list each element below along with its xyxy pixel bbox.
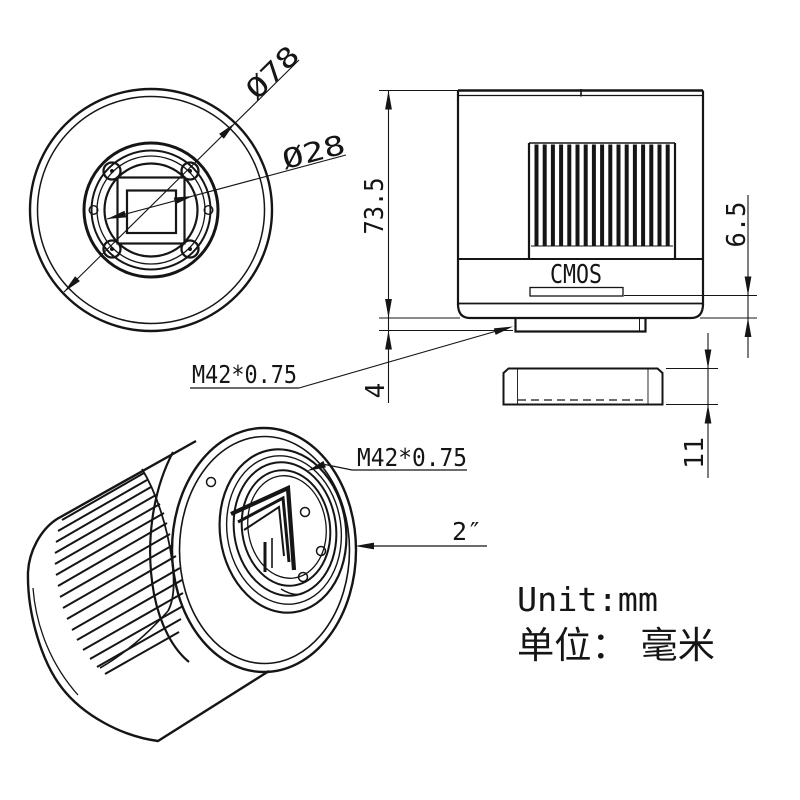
barrel-back-inner-line	[32, 587, 79, 696]
bayonet-ring	[90, 149, 212, 271]
body-bottom-edge	[456, 303, 705, 320]
thread-opening-ellipse	[240, 469, 332, 587]
perspective-fins	[54, 472, 184, 675]
sensor-block-3d	[230, 484, 297, 572]
heatsink-fins	[534, 144, 670, 246]
sensor-opening-circle	[103, 162, 199, 258]
dia78-dim-line	[63, 59, 300, 293]
perspective-view: M42*0.75 2″	[26, 426, 487, 743]
unit-note: Unit:mm 单位： 毫米	[517, 580, 715, 667]
perspective-thread-leader	[324, 463, 467, 471]
ring-detail-arc	[280, 588, 303, 596]
screw-bottom-left	[102, 239, 122, 259]
protrusion-dim-label: 4	[361, 383, 391, 399]
sensor-depth-arrow-top	[744, 276, 752, 296]
front-view: Ø78 Ø28 M42*0.75	[28, 40, 513, 389]
thread-opening-inner-ellipse	[247, 475, 327, 579]
perspective-thread-arrow	[307, 461, 326, 471]
front-outer-inner-circle	[36, 95, 266, 325]
spacer-arrow-bottom	[704, 404, 712, 424]
cmos-window-rect	[529, 286, 624, 297]
height-arrow-bottom	[385, 299, 392, 318]
ring-screw-2	[299, 506, 311, 518]
ring-screw-1	[205, 476, 217, 488]
sensor-frame-rect	[116, 176, 186, 245]
bezel-inner-ellipse	[178, 435, 351, 665]
cmos-label: CMOS	[550, 260, 602, 290]
dia78-arrow-lower	[64, 276, 80, 292]
ring-screw-3	[315, 545, 327, 557]
ring-screw-4	[297, 571, 309, 583]
spacer-arrow-top	[704, 349, 712, 369]
unit-note-english: Unit:mm	[517, 580, 658, 619]
dia28-label: Ø28	[279, 130, 349, 177]
height-dim-label: 73.5	[360, 178, 390, 235]
sensor-depth-arrow-bottom	[744, 318, 752, 337]
perspective-thread-label: M42*0.75	[357, 443, 467, 472]
dia28-arrow-left	[107, 210, 127, 219]
ring-ellipse-1	[218, 448, 348, 614]
front-outer-circle	[28, 87, 274, 333]
bayonet-ring-thin	[96, 155, 206, 265]
sensor-depth-dim-label: 6.5	[722, 202, 752, 248]
thread-barrel	[514, 319, 647, 333]
spacer-dim-label: 11	[680, 437, 710, 469]
screw-top-right	[180, 161, 200, 181]
ring-ellipse-3	[232, 461, 338, 597]
unit-note-chinese: 单位： 毫米	[517, 624, 715, 667]
ring-ellipse-2	[225, 455, 343, 605]
dia78-arrow-upper	[219, 123, 235, 139]
barrel-outline	[26, 439, 270, 743]
dia78-label: Ø78	[240, 40, 306, 106]
bezel-outer-ellipse	[170, 426, 358, 674]
spacer-outline	[502, 367, 664, 406]
front-thread-leader	[298, 330, 496, 389]
sensor-chip-rect	[125, 189, 178, 235]
dia28-dim-line	[106, 154, 347, 220]
height-arrow-top	[385, 90, 392, 110]
dia28-arrow-right	[173, 196, 193, 205]
barrel-size-arrow	[355, 542, 374, 550]
bayonet-ring-outer	[82, 141, 220, 279]
front-thread-arrow	[493, 326, 513, 335]
screw-top-left	[102, 161, 122, 181]
side-hole-left	[88, 204, 99, 215]
barrel-step-arc	[149, 451, 190, 663]
screw-bottom-right	[180, 239, 200, 259]
side-view: CMOS 73.5 4 6.5 11	[360, 89, 757, 478]
front-thread-label: M42*0.75	[192, 360, 297, 389]
side-hole-right	[203, 204, 214, 215]
protrusion-arrow	[385, 330, 392, 350]
barrel-size-label: 2″	[452, 517, 482, 546]
